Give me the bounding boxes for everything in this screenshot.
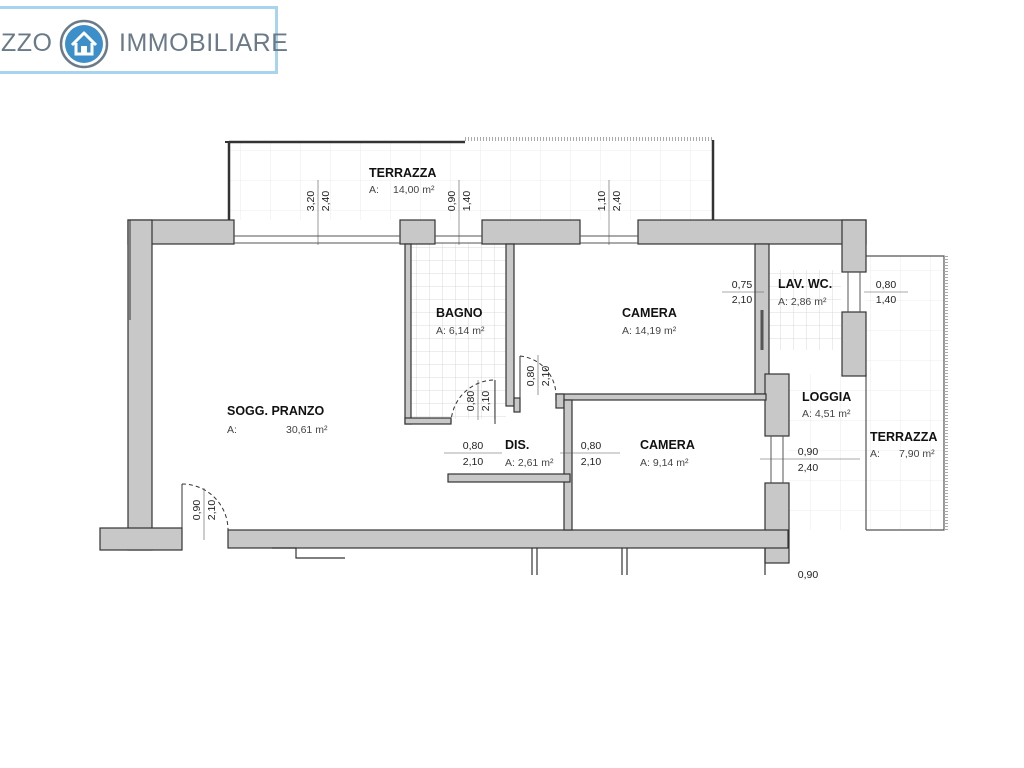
logo: ZZO IMMOBILIARE	[0, 6, 288, 74]
room-name-terrazza-right: TERRAZZA	[870, 430, 937, 444]
bathroom-tiles	[411, 243, 506, 419]
svg-text:1,40: 1,40	[461, 191, 473, 212]
svg-text:1,10: 1,10	[596, 191, 608, 212]
dim-top-mid: 0,90 1,40	[446, 180, 473, 245]
room-area-dis: A: 2,61 m²	[505, 457, 554, 469]
room-area-label-terrazza-right: A:	[870, 448, 880, 460]
dim-dis-right-height: 2,10	[581, 456, 602, 468]
dim-loggia-width: 0,90	[798, 446, 819, 458]
dim-entry-door: 0,90 2,10	[191, 488, 218, 540]
room-area-loggia: A: 4,51 m²	[802, 408, 851, 420]
svg-text:3,20: 3,20	[305, 191, 317, 212]
terrace-top	[225, 137, 715, 220]
door-swings	[181, 355, 557, 531]
room-area-lav-wc: A: 2,86 m²	[778, 296, 827, 308]
room-name-lav-wc: LAV. WC.	[778, 277, 832, 291]
dim-camera-door: 0,80 2,10	[525, 355, 552, 395]
room-area-terrazza-right: 7,90 m²	[899, 448, 935, 460]
dim-loggia-height: 2,40	[798, 462, 819, 474]
house-icon	[59, 19, 109, 69]
dim-right-height: 1,40	[876, 294, 897, 306]
dim-bottom-cut: 0,90	[798, 569, 819, 581]
dim-wc-width: 0,75	[732, 279, 753, 291]
svg-text:0,90: 0,90	[446, 191, 458, 212]
walls	[99, 219, 867, 564]
dim-top-right: 1,10 2,40	[596, 180, 623, 245]
dim-bagno-door: 0,80 2,10	[465, 380, 492, 420]
room-name-bagno: BAGNO	[436, 306, 483, 320]
room-area-label-sogg-pranzo: A:	[227, 424, 237, 436]
svg-text:0,80: 0,80	[525, 366, 537, 387]
svg-text:2,40: 2,40	[611, 191, 623, 212]
room-name-sogg-pranzo: SOGG. PRANZO	[227, 404, 325, 418]
logo-text-left: ZZO	[1, 29, 53, 57]
dim-wc-height: 2,10	[732, 294, 753, 306]
room-area-sogg-pranzo: 30,61 m²	[286, 424, 328, 436]
dim-dis-left-height: 2,10	[463, 456, 484, 468]
windows	[234, 235, 861, 483]
room-area-camera-1: A: 14,19 m²	[622, 325, 677, 337]
room-area-terrazza-top: 14,00 m²	[393, 184, 435, 196]
svg-text:2,10: 2,10	[540, 366, 552, 387]
room-area-bagno: A: 6,14 m²	[436, 325, 485, 337]
room-area-label-terrazza-top: A:	[369, 184, 379, 196]
room-name-terrazza-top: TERRAZZA	[369, 166, 436, 180]
room-area-camera-2: A: 9,14 m²	[640, 457, 689, 469]
svg-text:2,40: 2,40	[320, 191, 332, 212]
room-name-camera-2: CAMERA	[640, 438, 695, 452]
dim-right-width: 0,80	[876, 279, 897, 291]
room-name-dis: DIS.	[505, 438, 529, 452]
svg-text:2,10: 2,10	[480, 391, 492, 412]
dim-dis-right-width: 0,80	[581, 440, 602, 452]
logo-text-right: IMMOBILIARE	[119, 29, 289, 57]
room-name-loggia: LOGGIA	[802, 390, 851, 404]
svg-text:2,10: 2,10	[206, 500, 218, 521]
room-name-camera-1: CAMERA	[622, 306, 677, 320]
dim-dis-left-width: 0,80	[463, 440, 484, 452]
terrace-right	[866, 255, 948, 531]
svg-text:0,80: 0,80	[465, 391, 477, 412]
svg-text:0,90: 0,90	[191, 500, 203, 521]
dim-top-left: 3,20 2,40	[305, 180, 332, 245]
